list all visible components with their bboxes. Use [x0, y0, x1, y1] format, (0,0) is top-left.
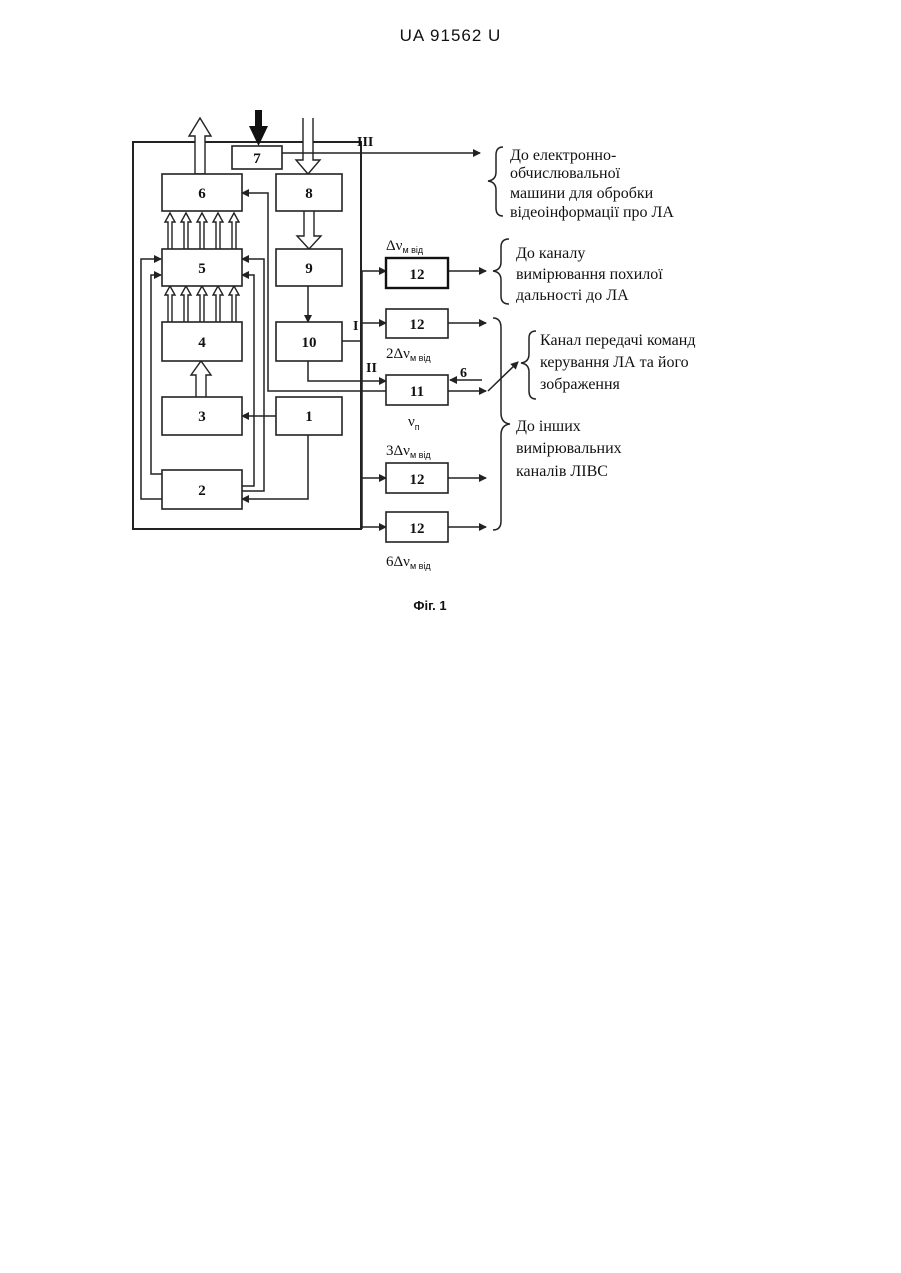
- freq-2-prefix: 2Δν: [386, 346, 410, 362]
- block-9-label: 9: [305, 261, 313, 277]
- freq-2-sub: м від: [410, 353, 431, 363]
- annotation-computer-line-1: До електронно-: [510, 147, 616, 164]
- input-bold-arrow: [249, 110, 268, 146]
- link-11-to-command: [488, 362, 518, 391]
- freq-label-2: 2Δνм від: [386, 346, 431, 363]
- annotation-command: Канал передачі команд керування ЛА та йо…: [540, 332, 699, 393]
- annotation-computer: До електронно- обчислювальної машини для…: [510, 147, 674, 221]
- brace-other: [493, 318, 510, 530]
- annotation-computer-line-3: машини для обробки: [510, 185, 654, 202]
- feedback-2-to-5-right-inner: [242, 275, 254, 486]
- bus-5-to-6: [165, 213, 239, 249]
- feedback-2-to-5-inner: [151, 275, 162, 474]
- annotation-other-line-1: До інших: [516, 418, 581, 435]
- block-8-label: 8: [305, 186, 313, 202]
- port-I-label: I: [353, 319, 358, 334]
- freq-label-1: Δνм від: [386, 238, 424, 255]
- block-3-label: 3: [198, 409, 206, 425]
- annotation-command-line-1: Канал передачі команд: [540, 332, 695, 349]
- annotation-computer-line-2: обчислювальної: [510, 165, 621, 182]
- feedback-2-to-5-right-outer: [242, 259, 264, 491]
- freq-label-n: νп: [408, 414, 420, 432]
- block-12c-label: 12: [410, 472, 425, 488]
- annotation-command-line-3: зображення: [540, 376, 621, 393]
- port-III-label: III: [357, 135, 373, 150]
- port-II-label: II: [366, 361, 377, 376]
- brace-range: [493, 239, 509, 304]
- brace-computer: [488, 147, 503, 216]
- annotation-range-line-2: вимірювання похилої: [516, 266, 663, 283]
- line-1-to-2: [242, 435, 308, 499]
- brace-command: [521, 331, 536, 399]
- block-4-label: 4: [198, 335, 206, 351]
- block-diagram: 6 7 8 5 9 4 10 3 1 2 12 12 11 12 12 III …: [0, 0, 901, 620]
- freq-label-3: 3Δνм від: [386, 443, 431, 460]
- block-5-label: 5: [198, 261, 206, 277]
- block-11-label: 11: [410, 384, 424, 400]
- arrow-8-to-9: [297, 211, 321, 249]
- block-12d-label: 12: [410, 521, 425, 537]
- freq-1-sub: м від: [402, 245, 423, 255]
- annotation-other-line-2: вимірювальних: [516, 440, 622, 457]
- block-7-label: 7: [253, 151, 261, 167]
- figure-caption: Фіг. 1: [0, 598, 860, 613]
- freq-label-6: 6Δνм від: [386, 554, 431, 571]
- block-2-label: 2: [198, 483, 206, 499]
- annotation-computer-line-4: відеоінформації про ЛА: [510, 204, 674, 221]
- arrow-3-to-4: [191, 361, 211, 397]
- annotation-other-line-3: каналів ЛІВС: [516, 463, 608, 480]
- block-6-label: 6: [198, 186, 206, 202]
- freq-6-sub: м від: [410, 561, 431, 571]
- block-10-label: 10: [302, 335, 317, 351]
- freq-1-prefix: Δν: [386, 238, 403, 254]
- distribution-bus: [342, 271, 362, 529]
- annotation-range-line-1: До каналу: [516, 245, 585, 262]
- freq-n-sub: п: [415, 422, 420, 432]
- bus-4-to-5: [165, 286, 239, 322]
- block-12b-label: 12: [410, 317, 425, 333]
- annotation-range: До каналу вимірювання похилої дальності …: [516, 245, 667, 304]
- freq-3-sub: м від: [410, 450, 431, 460]
- port-6-label: 6: [460, 366, 467, 381]
- block-1-label: 1: [305, 409, 313, 425]
- annotation-range-line-3: дальності до ЛА: [516, 287, 629, 304]
- block-12a-label: 12: [410, 267, 425, 283]
- input-hollow-arrow-8: [296, 118, 320, 174]
- annotation-command-line-2: керування ЛА та його: [540, 354, 689, 371]
- freq-6-prefix: 6Δν: [386, 554, 410, 570]
- freq-3-prefix: 3Δν: [386, 443, 410, 459]
- annotation-other: До інших вимірювальних каналів ЛІВС: [516, 418, 626, 480]
- output-hollow-arrow: [189, 118, 211, 174]
